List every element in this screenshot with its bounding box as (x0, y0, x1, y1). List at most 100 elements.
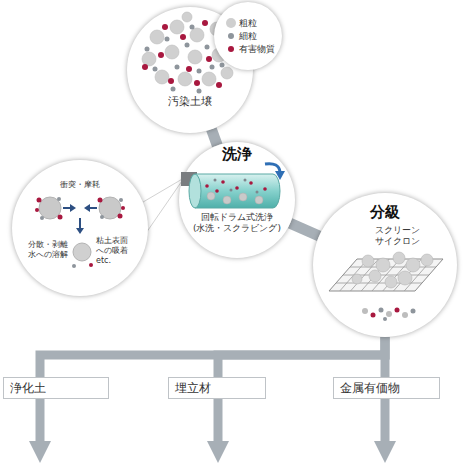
illustration-part (189, 174, 201, 208)
illustration-part (379, 308, 384, 313)
label-holder: 衝突・摩耗 (12, 180, 148, 190)
illustration-part (369, 270, 381, 282)
illustration-part (57, 197, 61, 201)
illustration-part (195, 174, 280, 208)
illustration-part (383, 317, 387, 321)
legend-swatch (228, 33, 234, 39)
flow-connector (374, 337, 396, 463)
illustration-part (119, 198, 123, 202)
legend-text: 細粒 (239, 30, 257, 42)
illustration-part (37, 198, 42, 203)
illustration-part (90, 207, 97, 209)
illustration-part (98, 198, 103, 203)
connector-line (381, 399, 390, 442)
output-box: 浄化土 (3, 377, 109, 399)
node-label: 浄化土 (10, 381, 102, 395)
illustration-part (398, 271, 412, 285)
illustration-part (206, 56, 212, 62)
illustration-part (214, 179, 259, 194)
node-label: 分級 (313, 203, 457, 222)
illustration-part (84, 204, 90, 212)
illustration-part (186, 66, 192, 72)
illustration-part (336, 259, 436, 291)
illustration-part (194, 80, 200, 86)
connector-line (381, 337, 390, 377)
illustration-part (215, 189, 219, 193)
illustration-part (362, 308, 416, 322)
illustration-part (121, 206, 125, 210)
node-label: 金属有価物 (340, 381, 433, 395)
illustration-part (406, 258, 420, 272)
flow-connector (290, 223, 319, 236)
connector-line (36, 399, 45, 442)
legend-text: 有害物質 (239, 43, 275, 55)
illustration-part (76, 228, 84, 234)
legend-swatch (228, 46, 234, 52)
illustration-part (40, 216, 44, 220)
illustration-part (178, 72, 192, 86)
illustration-part (197, 89, 202, 94)
connector-line (214, 399, 223, 442)
illustration-part (421, 254, 433, 266)
illustration-part (190, 28, 204, 42)
label-holder: スクリーン サイクロン (375, 225, 431, 248)
illustration-part (221, 67, 233, 79)
node-label: スクリーン サイクロン (375, 225, 431, 248)
illustration-part (175, 65, 180, 70)
illustration-part (190, 25, 195, 30)
illustration-part (70, 204, 76, 212)
label-holder: 回転ドラム式洗浄 (水洗・スクラビング) (187, 212, 287, 235)
illustration-part (165, 37, 170, 42)
illustration-part (221, 180, 225, 184)
illustration-part (170, 20, 184, 34)
arrow-head (207, 441, 229, 463)
illustration-part (72, 264, 76, 268)
node-label: 埋立材 (175, 381, 259, 395)
legend-row: 有害物質 (225, 43, 275, 55)
illustration-part (244, 179, 247, 182)
process-circle: 衝突・摩耗分散・剥離 水への溶解粘土表面への吸着 etc. (12, 160, 148, 296)
illustration-part (162, 24, 168, 30)
illustration-part (223, 196, 231, 204)
connector-line (218, 337, 385, 377)
node-label: 粘土表面への吸着 etc. (96, 236, 131, 266)
label-holder: 洗浄 (179, 145, 295, 164)
illustration-part (202, 72, 216, 86)
illustration-part (145, 47, 150, 52)
illustration-part (100, 215, 104, 219)
legend-swatch-box (225, 43, 237, 55)
flow-connector (211, 129, 217, 145)
illustration-part (150, 30, 164, 44)
output-box: 金属有価物 (333, 377, 440, 399)
legend-bubble: 粗粒細粒有害物質 (214, 2, 282, 70)
legend-row: 粗粒 (225, 17, 257, 29)
illustration-part (385, 276, 397, 288)
illustration-part (216, 82, 222, 88)
illustration-part (255, 196, 263, 204)
illustration-part (168, 78, 174, 84)
illustration-part (235, 186, 239, 190)
illustration-part (256, 191, 259, 194)
illustration-part (220, 63, 225, 68)
legend-swatch-box (225, 30, 237, 42)
label-holder: 分級 (313, 203, 457, 222)
illustration-part (202, 20, 208, 26)
illustration-part (158, 52, 164, 58)
output-box: 埋立材 (168, 377, 266, 399)
illustration-part (171, 87, 176, 92)
illustration-part (188, 50, 202, 64)
illustration-part (352, 252, 433, 288)
illustration-part (58, 215, 63, 220)
flow-connector (207, 337, 385, 463)
illustration-part (386, 311, 392, 317)
illustration-part (39, 197, 61, 219)
illustration-part (153, 67, 158, 72)
illustration-part (205, 180, 267, 193)
illustration-part (350, 267, 436, 268)
illustration-part (180, 34, 186, 40)
illustration-part (63, 207, 70, 209)
node-label: 回転ドラム式洗浄 (水洗・スクラビング) (187, 212, 287, 235)
flow-connector (29, 337, 385, 463)
legend-text: 粗粒 (239, 17, 257, 29)
illustration-part (185, 43, 190, 48)
